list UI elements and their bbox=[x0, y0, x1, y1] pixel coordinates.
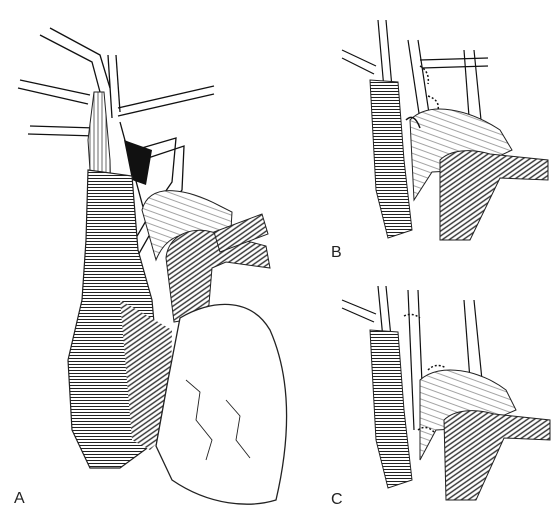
panel-b-drawing bbox=[341, 19, 549, 241]
panel-c-suture-low bbox=[417, 426, 435, 433]
panel-b-right-atrium bbox=[369, 79, 413, 239]
panel-a-pulmonary-artery bbox=[165, 229, 271, 323]
panel-c-pulmonary-artery bbox=[443, 410, 551, 501]
panel-a-coronary-2 bbox=[225, 399, 251, 459]
panel-label-c: C bbox=[331, 491, 343, 508]
panel-a-drawing bbox=[17, 27, 288, 505]
panel-a-pulmonary-branch bbox=[213, 213, 269, 253]
panel-a-shaded-junction bbox=[124, 140, 152, 185]
panel-label-b: B bbox=[331, 244, 342, 261]
panel-c-suture-top bbox=[403, 313, 421, 319]
panel-b-suture-top bbox=[419, 65, 430, 85]
panel-a-coronary bbox=[185, 379, 213, 461]
panel-a-ventricle bbox=[155, 303, 288, 505]
panel-b-pulmonary-artery bbox=[439, 150, 549, 241]
panel-a-aortic-arch bbox=[141, 190, 233, 262]
panel-a-shading bbox=[120, 300, 172, 450]
panel-c-right-atrium bbox=[369, 329, 413, 489]
panel-b-suture-mid bbox=[427, 95, 440, 111]
panel-c-drawing bbox=[341, 285, 551, 501]
panel-label-a: A bbox=[14, 490, 25, 507]
panel-c-suture-mid bbox=[427, 364, 447, 371]
panel-b-suture-low bbox=[405, 116, 421, 129]
